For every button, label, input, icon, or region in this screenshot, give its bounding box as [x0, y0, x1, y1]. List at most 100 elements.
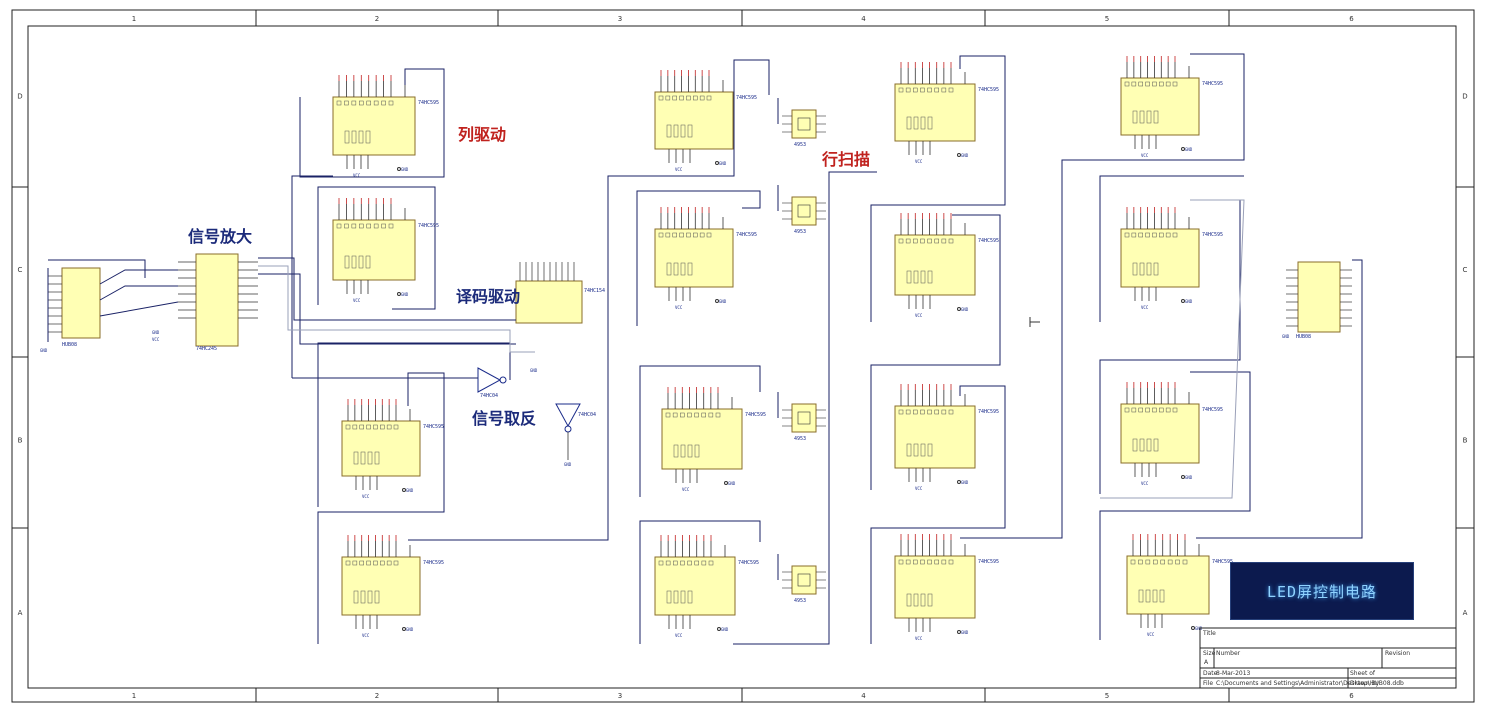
pin-pad: [920, 559, 925, 565]
inverter-part-label: 74HC04: [578, 412, 596, 418]
gnd-label: GND: [1282, 334, 1290, 339]
pin-pad: [373, 560, 378, 566]
pin-pad: [913, 116, 919, 130]
pin-pad: [365, 130, 371, 144]
wire: [636, 190, 761, 326]
gnd-label: GND: [401, 292, 409, 297]
pin-pad: [913, 270, 919, 284]
pin-pad: [687, 444, 693, 458]
pin-pad: [1159, 232, 1164, 238]
pin-pad: [680, 560, 685, 566]
frame-col-mark: 5: [1105, 692, 1109, 700]
pin-pad: [1130, 559, 1136, 565]
pin-pad: [920, 270, 926, 284]
pin-pad: [1146, 262, 1152, 276]
sheet-label: Sheet of: [1350, 670, 1376, 677]
frame-row-mark: C: [1463, 266, 1468, 274]
shift-register-chip: [894, 405, 976, 469]
brand-logo: LED屏控制电路: [1230, 562, 1414, 620]
pin-pad: [694, 444, 700, 458]
wire: [299, 68, 445, 178]
pin-pad: [1167, 559, 1173, 565]
pin-pad: [658, 232, 664, 238]
bus-wire: [258, 265, 535, 353]
pin-pad: [920, 116, 926, 130]
frame-col-mark: 2: [375, 692, 379, 700]
pin-pad: [351, 223, 357, 229]
pin-pad: [941, 87, 947, 93]
chip-part-label: 74HC595: [1202, 81, 1223, 87]
pin-pad: [1159, 81, 1164, 87]
net-junction: [957, 153, 961, 157]
pin-pad: [699, 232, 705, 238]
row-scan-label: 行扫描: [822, 150, 871, 169]
decode-drive-label: 译码驱动: [456, 287, 521, 306]
pin-pad: [1139, 262, 1145, 276]
pin-pad: [1145, 559, 1151, 565]
chip-part-label: 74HC595: [978, 238, 999, 244]
pin-pad: [665, 560, 671, 566]
vcc-label: VCC: [152, 337, 160, 342]
buffer-chip: [195, 253, 239, 347]
pin-pad: [693, 232, 698, 238]
gnd-label: GND: [1185, 147, 1193, 152]
vcc-label: VCC: [675, 305, 683, 310]
frame-col-mark: 3: [618, 692, 622, 700]
frame-row-mark: D: [1462, 93, 1467, 101]
pin-pad: [905, 409, 911, 415]
vcc-label: VCC: [915, 486, 923, 491]
wire: [870, 55, 1006, 322]
pin-pad: [686, 95, 691, 101]
shift-register-chip: [341, 556, 421, 616]
chip-part-label: 74HC595: [745, 412, 766, 418]
gnd-label: GND: [406, 488, 414, 493]
mosfet-part-label: 4953: [794, 436, 806, 442]
pin-pad: [680, 444, 686, 458]
chip-part-label: 74HC595: [736, 95, 757, 101]
vcc-label: VCC: [1147, 632, 1155, 637]
pin-pad: [353, 451, 359, 465]
pin-pad: [1153, 110, 1159, 124]
shift-register-chip: [1120, 77, 1200, 136]
pin-pad: [1145, 589, 1151, 603]
net-junction: [397, 292, 401, 296]
vcc-label: VCC: [675, 167, 683, 172]
vcc-label: VCC: [1141, 305, 1149, 310]
pin-pad: [694, 412, 699, 418]
revision-label: Revision: [1385, 650, 1410, 657]
wire: [733, 171, 877, 645]
pin-pad: [905, 238, 911, 244]
pin-pad: [687, 590, 693, 604]
signal-amp-label: 信号放大: [188, 227, 253, 246]
chip-part-label: 74HC595: [978, 559, 999, 565]
vcc-label: VCC: [682, 487, 690, 492]
inverter-gate-1: [477, 367, 502, 393]
pin-pad: [1131, 232, 1137, 238]
pin-pad: [1165, 407, 1171, 413]
pin-pad: [373, 223, 379, 229]
vcc-label: VCC: [1141, 153, 1149, 158]
size-label: Size: [1203, 650, 1216, 657]
vcc-label: VCC: [353, 173, 361, 178]
pin-pad: [920, 87, 925, 93]
pin-pad: [948, 559, 954, 565]
pin-pad: [920, 409, 925, 415]
pin-pad: [1165, 81, 1171, 87]
pin-pad: [373, 100, 379, 106]
shift-register-chip: [1126, 555, 1210, 615]
wire: [639, 520, 761, 644]
pin-pad: [393, 560, 399, 566]
gnd-label: GND: [961, 480, 969, 485]
pin-pad: [386, 560, 392, 566]
inverter-bubble: [499, 376, 507, 384]
pin-pad: [1124, 81, 1130, 87]
gnd-label: GND: [530, 368, 538, 373]
pin-pad: [701, 560, 707, 566]
pin-pad: [686, 232, 691, 238]
pin-pad: [1153, 262, 1159, 276]
pin-pad: [366, 223, 371, 229]
pin-pad: [351, 100, 357, 106]
net-junction: [1191, 626, 1195, 630]
pin-pad: [1138, 81, 1143, 87]
pin-pad: [1138, 232, 1143, 238]
